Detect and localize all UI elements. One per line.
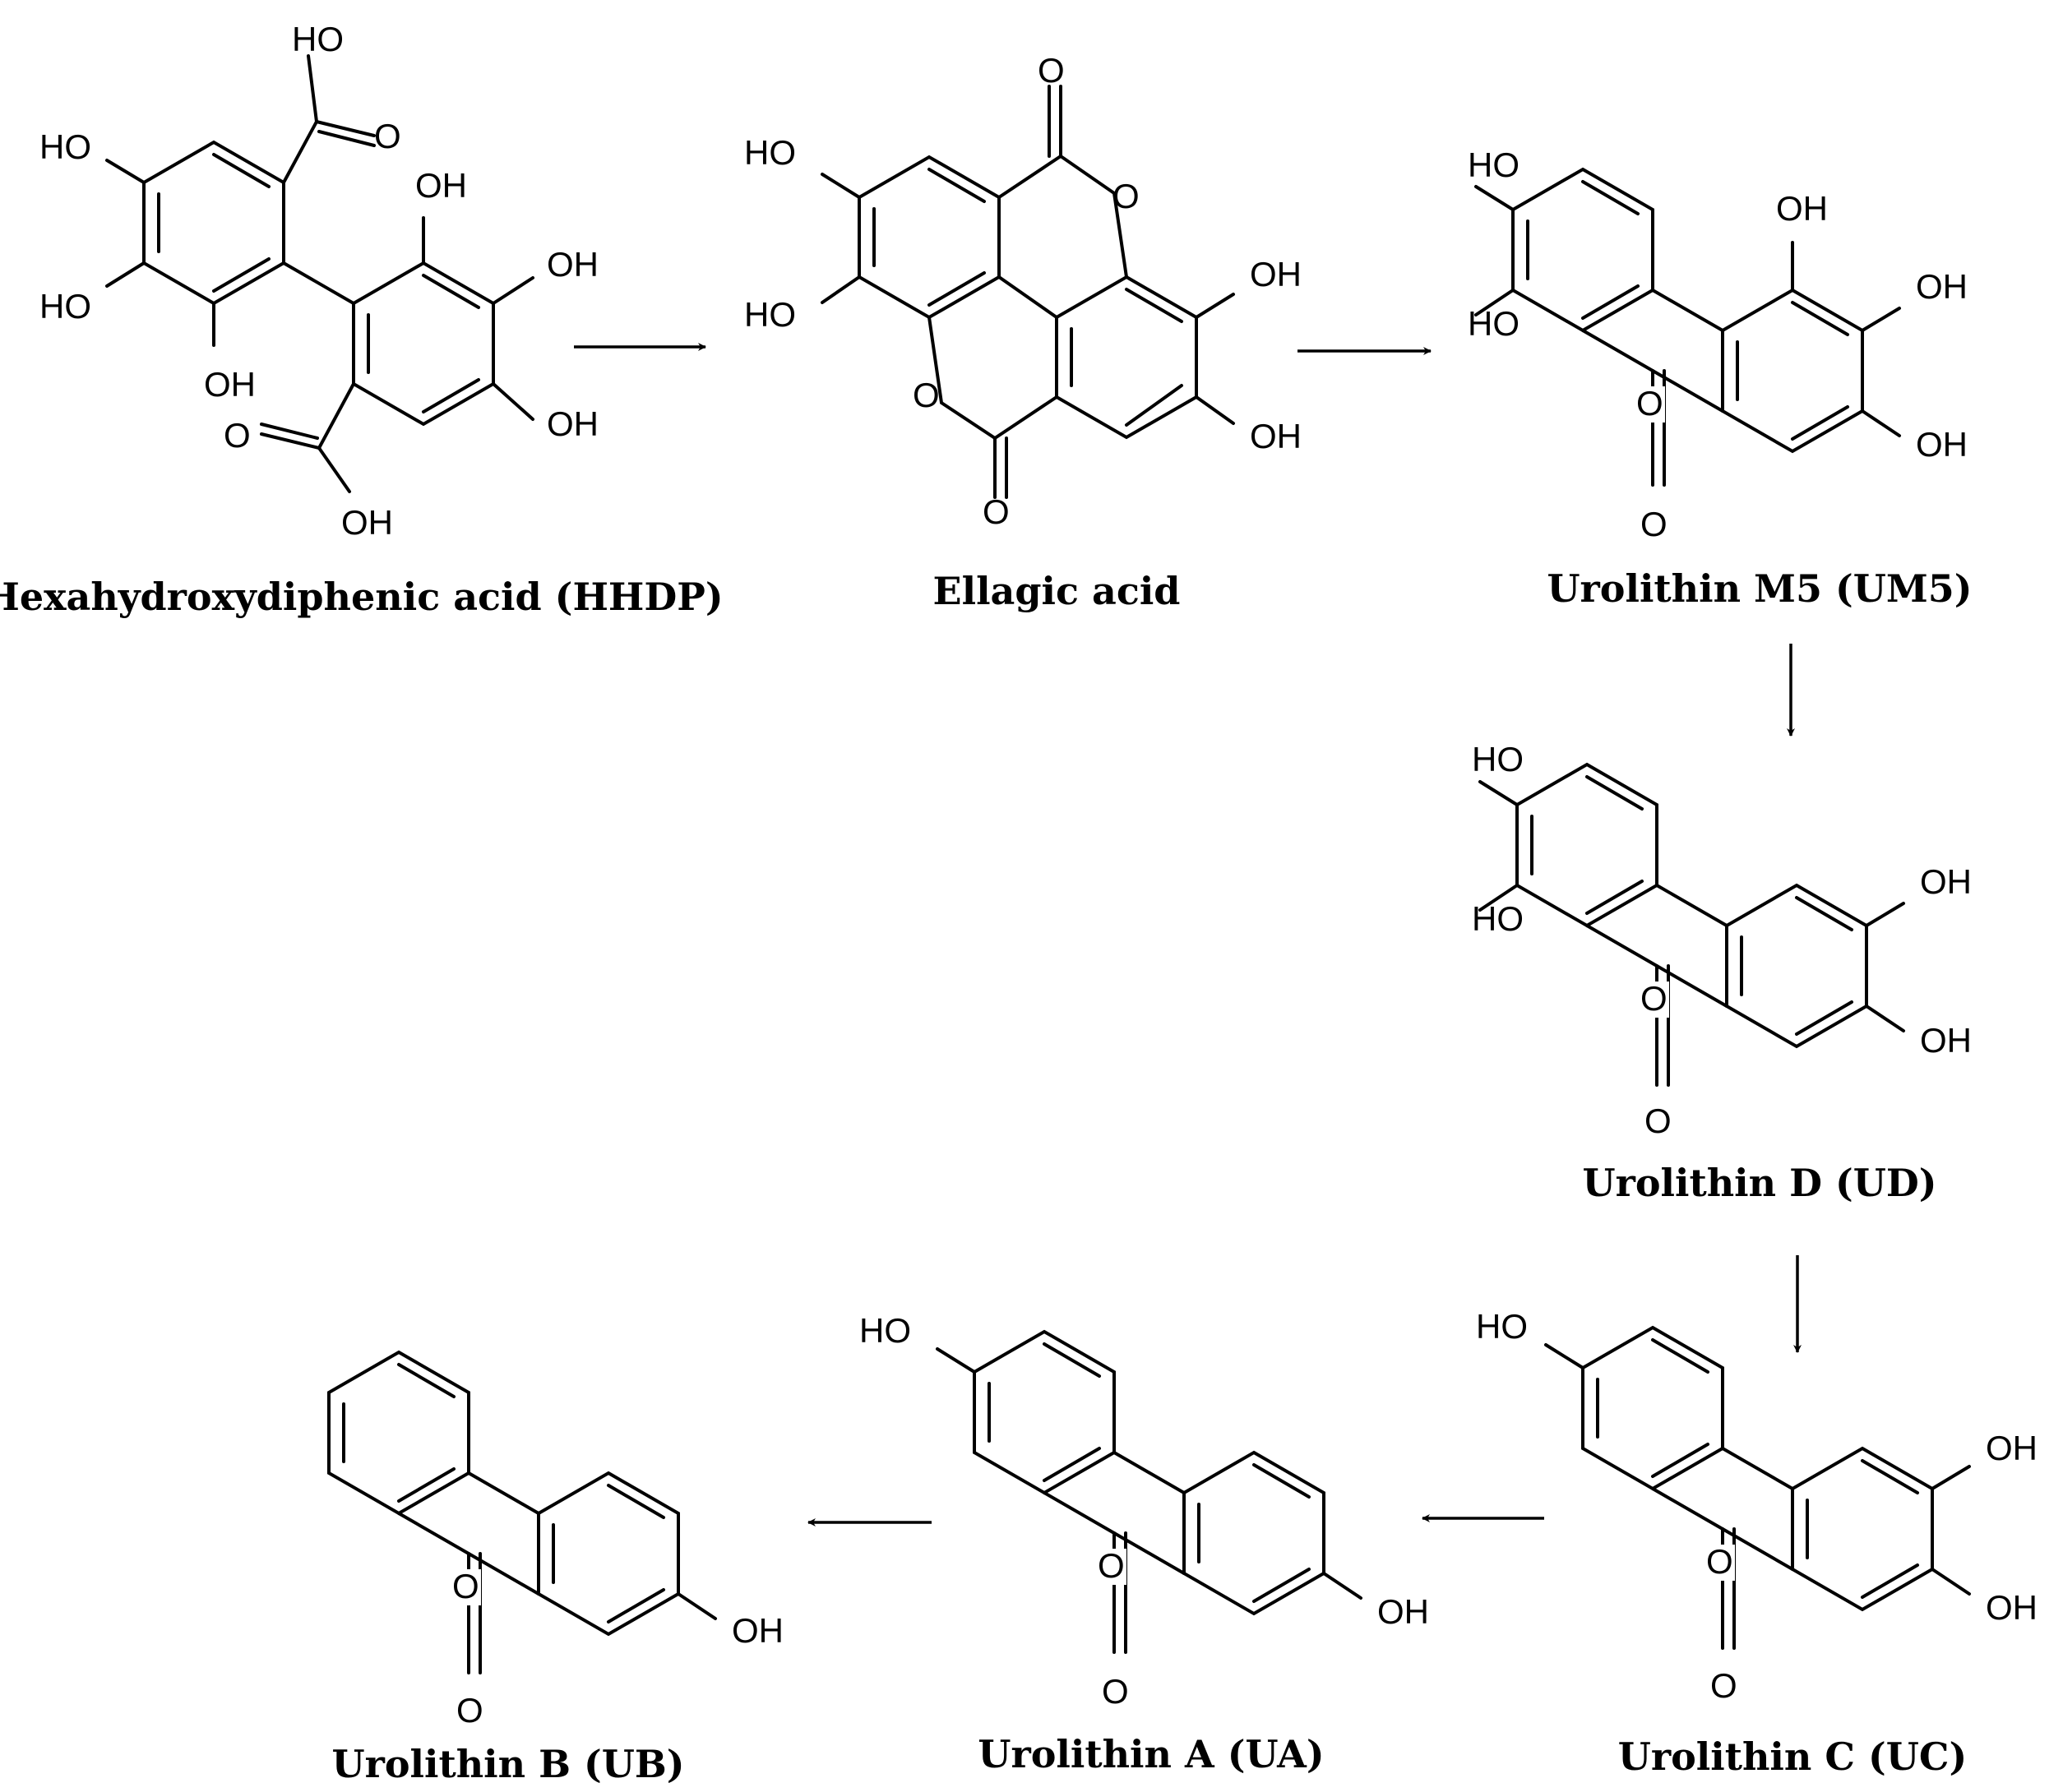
compound-name-urolithin-c: Urolithin C (UC) — [1618, 1734, 1968, 1779]
hhdp-hydroxyl-2: HO — [39, 127, 91, 166]
um5-hydroxyl-4: OH — [1916, 267, 1968, 306]
hhdp-hydroxyl-1: HO — [292, 20, 344, 58]
hhdp-hydroxyl-6: OH — [547, 245, 599, 284]
ub-hydroxyl-1: OH — [732, 1611, 784, 1650]
structure-urolithin-b: O O OH — [327, 1350, 784, 1730]
uc-ring-oxygen: O — [1706, 1542, 1733, 1581]
compound-name-urolithin-d: Urolithin D (UD) — [1582, 1161, 1936, 1205]
um5-hydroxyl-5: OH — [1916, 425, 1968, 464]
structure-ellagic-acid: O O O O HO HO OH OH — [744, 51, 1302, 531]
ud-hydroxyl-4: OH — [1920, 1021, 1972, 1060]
hhdp-hydroxyl-7: OH — [547, 404, 599, 443]
structure-hhdp: HO O HO HO OH OH OH OH O OH — [39, 20, 599, 542]
ua-carbonyl-oxygen: O — [1102, 1672, 1129, 1711]
ellagic-carbonyl-oxygen-1: O — [1038, 51, 1065, 90]
um5-carbonyl-oxygen: O — [1640, 505, 1668, 543]
ua-ring-oxygen: O — [1098, 1546, 1125, 1585]
uc-hydroxyl-1: HO — [1476, 1307, 1528, 1346]
ellagic-hydroxyl-2: HO — [744, 295, 796, 334]
compound-name-urolithin-m5: Urolithin M5 (UM5) — [1547, 566, 1972, 611]
hhdp-carbonyl-oxygen-2: O — [224, 416, 251, 455]
um5-hydroxyl-2: HO — [1468, 304, 1519, 343]
ellagic-carbonyl-oxygen-2: O — [983, 492, 1010, 531]
ellagic-ring-oxygen-1: O — [1112, 177, 1140, 215]
hhdp-carbonyl-oxygen-1: O — [374, 117, 401, 155]
ud-carbonyl-oxygen: O — [1644, 1102, 1672, 1140]
structure-urolithin-d: O O HO HO OH OH — [1472, 740, 1972, 1140]
structure-urolithin-c: O O HO OH OH — [1476, 1307, 2038, 1705]
uc-hydroxyl-3: OH — [1986, 1588, 2038, 1627]
ua-hydroxyl-1: HO — [859, 1311, 911, 1350]
um5-hydroxyl-3: OH — [1776, 189, 1828, 228]
ub-carbonyl-oxygen: O — [456, 1691, 483, 1730]
compound-name-urolithin-b: Urolithin B (UB) — [331, 1742, 684, 1786]
hhdp-hydroxyl-3: HO — [39, 287, 91, 326]
ub-ring-oxygen: O — [452, 1567, 479, 1605]
um5-hydroxyl-1: HO — [1468, 145, 1519, 184]
structure-urolithin-m5: O O HO HO OH OH OH — [1468, 145, 1968, 543]
compound-name-hhdp: Hexahydroxydiphenic acid (HHDP) — [0, 575, 724, 619]
ud-hydroxyl-3: OH — [1920, 862, 1972, 901]
ua-hydroxyl-2: OH — [1377, 1592, 1429, 1631]
compound-name-urolithin-a: Urolithin A (UA) — [978, 1732, 1324, 1776]
ellagic-ring-oxygen-2: O — [913, 376, 940, 414]
structure-urolithin-a: O O HO OH — [859, 1311, 1429, 1711]
compound-name-ellagic-acid: Ellagic acid — [933, 569, 1181, 613]
hhdp-hydroxyl-5: OH — [415, 166, 467, 205]
ud-hydroxyl-2: HO — [1472, 899, 1524, 938]
uc-hydroxyl-2: OH — [1986, 1429, 2038, 1467]
um5-ring-oxygen: O — [1636, 384, 1663, 423]
ellagic-hydroxyl-3: OH — [1250, 255, 1302, 293]
ud-hydroxyl-1: HO — [1472, 740, 1524, 778]
uc-carbonyl-oxygen: O — [1710, 1666, 1737, 1705]
hhdp-hydroxyl-8: OH — [341, 503, 393, 542]
ellagic-hydroxyl-1: HO — [744, 133, 796, 172]
ud-ring-oxygen: O — [1640, 979, 1668, 1018]
hhdp-hydroxyl-4: OH — [204, 365, 256, 404]
ellagic-hydroxyl-4: OH — [1250, 417, 1302, 455]
